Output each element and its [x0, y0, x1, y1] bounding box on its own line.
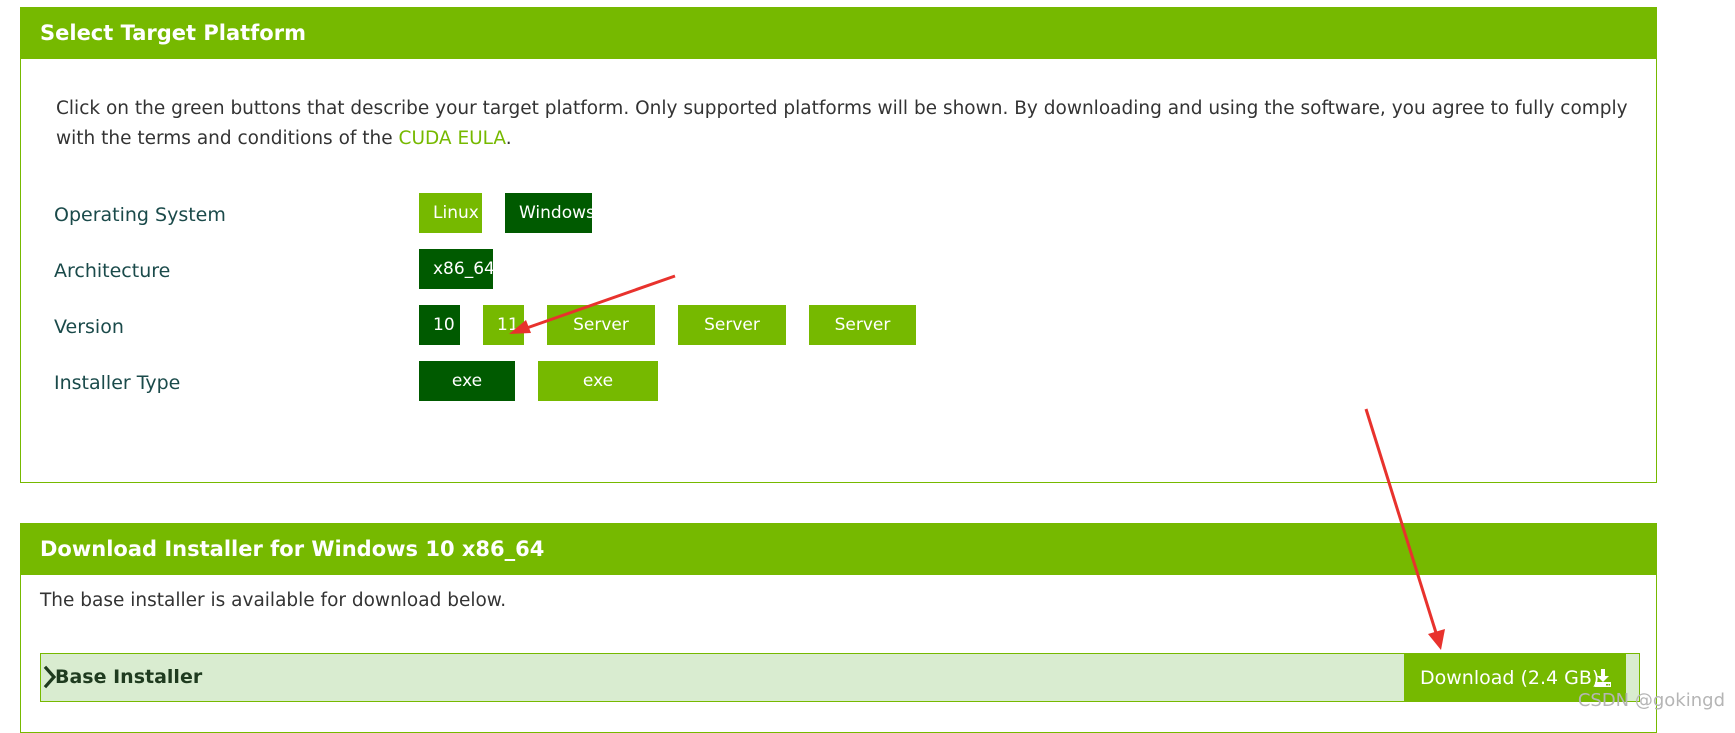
download-button[interactable]: Download (2.4 GB): [1404, 654, 1626, 702]
os-linux-button[interactable]: Linux: [419, 193, 482, 233]
cuda-eula-link[interactable]: CUDA EULA: [398, 128, 506, 149]
download-button-label: Download (2.4 GB): [1420, 667, 1600, 689]
installer-exe-network-button[interactable]: exe (network): [538, 361, 658, 431]
version-server-2022-button[interactable]: Server 2022: [809, 305, 916, 375]
arch-x86-64-button[interactable]: x86_64: [419, 249, 495, 289]
download-panel-title: Download Installer for Windows 10 x86_64: [21, 524, 1656, 575]
installer-type-label: Installer Type: [54, 372, 181, 394]
version-10-button[interactable]: 10: [419, 305, 460, 345]
base-installer-label: Base Installer: [55, 666, 203, 688]
download-subtitle: The base installer is available for down…: [40, 590, 507, 611]
installer-exe-local-button[interactable]: exe (local): [419, 361, 515, 431]
download-icon: [1595, 669, 1611, 687]
watermark: CSDN @gokingd: [1577, 690, 1725, 711]
intro-text: Click on the green buttons that describe…: [56, 98, 1628, 149]
base-installer-row[interactable]: Base Installer Download (2.4 GB): [40, 653, 1640, 702]
panel-title: Select Target Platform: [21, 8, 1656, 59]
version-server-2016-button[interactable]: Server 2016: [547, 305, 655, 375]
version-server-2019-button[interactable]: Server 2019: [678, 305, 786, 375]
os-label: Operating System: [54, 204, 226, 226]
os-windows-button[interactable]: Windows: [505, 193, 595, 233]
download-installer-panel: Download Installer for Windows 10 x86_64…: [20, 523, 1657, 733]
select-target-platform-panel: Select Target Platform Click on the gree…: [20, 7, 1657, 483]
chevron-right-icon: [43, 665, 57, 689]
architecture-label: Architecture: [54, 260, 171, 282]
version-label: Version: [54, 316, 124, 338]
version-11-button[interactable]: 11: [483, 305, 524, 345]
